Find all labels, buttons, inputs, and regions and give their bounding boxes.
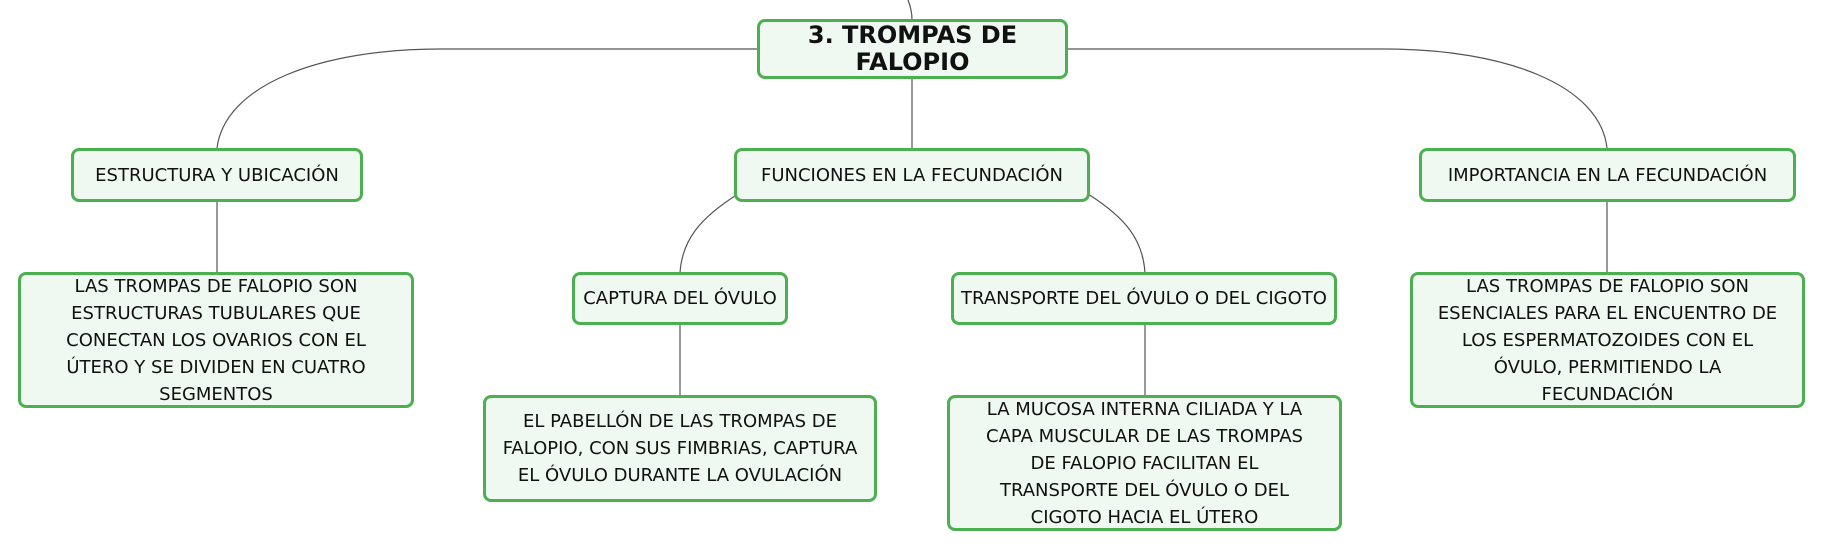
root-topic[interactable]: 3. TROMPAS DE FALOPIO	[757, 19, 1068, 79]
topic-funciones-fecundacion[interactable]: FUNCIONES EN LA FECUNDACIÓN	[734, 148, 1090, 202]
detail-estructura-ubicacion[interactable]: LAS TROMPAS DE FALOPIO SON ESTRUCTURAS T…	[18, 272, 414, 408]
connector-funciones-to-captura	[679, 193, 739, 274]
connector-root-to-estructura	[216, 48, 757, 149]
detail-importancia-fecundacion[interactable]: LAS TROMPAS DE FALOPIO SON ESENCIALES PA…	[1410, 272, 1805, 408]
detail-transporte-ovulo-cigoto[interactable]: LA MUCOSA INTERNA CILIADA Y LA CAPA MUSC…	[947, 395, 1342, 531]
connector-to-parent	[907, 0, 913, 21]
subtopic-captura-ovulo[interactable]: CAPTURA DEL ÓVULO	[572, 272, 788, 325]
subtopic-transporte-ovulo-cigoto[interactable]: TRANSPORTE DEL ÓVULO O DEL CIGOTO	[951, 272, 1337, 325]
connector-funciones-to-transporte	[1087, 193, 1146, 274]
connector-root-to-importancia	[1068, 48, 1608, 149]
detail-captura-ovulo[interactable]: EL PABELLÓN DE LAS TROMPAS DE FALOPIO, C…	[483, 395, 877, 502]
topic-estructura-ubicacion[interactable]: ESTRUCTURA Y UBICACIÓN	[71, 148, 363, 202]
topic-importancia-fecundacion[interactable]: IMPORTANCIA EN LA FECUNDACIÓN	[1419, 148, 1796, 202]
